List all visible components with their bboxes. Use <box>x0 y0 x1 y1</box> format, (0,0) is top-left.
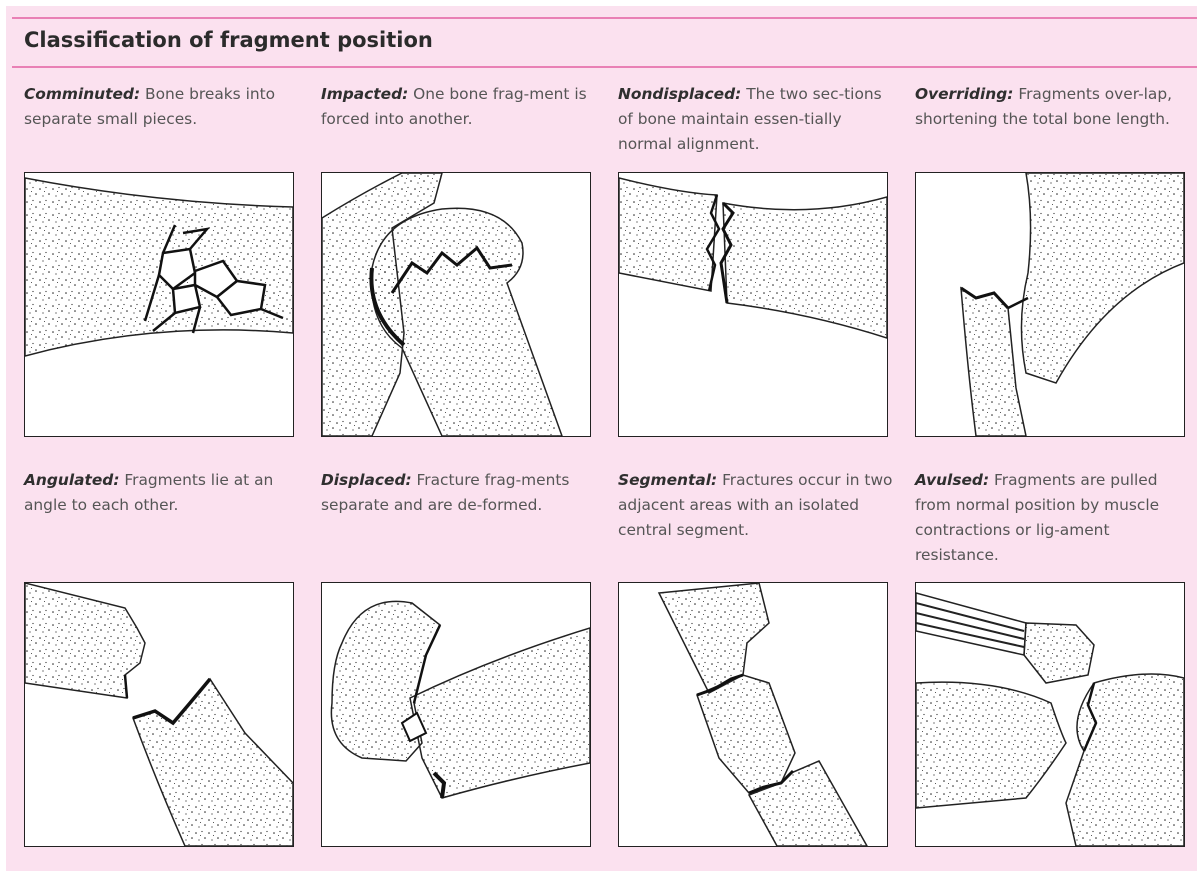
nondisplaced-fracture-illustration <box>618 172 888 437</box>
item-term: Segmental: <box>618 471 717 489</box>
avulsed-fracture-illustration <box>915 582 1185 847</box>
item-term: Overriding: <box>915 85 1013 103</box>
overriding-fracture-illustration <box>915 172 1185 437</box>
title-rule <box>12 66 1197 68</box>
item-caption: Avulsed: Fragments are pulled from norma… <box>915 468 1190 568</box>
item-caption: Angulated: Fragments lie at an angle to … <box>24 468 299 518</box>
panel-title: Classification of fragment position <box>24 28 433 52</box>
item-caption: Displaced: Fracture frag-ments separate … <box>321 468 596 518</box>
item-caption: Overriding: Fragments over-lap, shorteni… <box>915 82 1190 132</box>
angulated-fracture-illustration <box>24 582 294 847</box>
item-caption: Segmental: Fractures occur in two adjace… <box>618 468 893 543</box>
item-term: Displaced: <box>321 471 412 489</box>
item-term: Nondisplaced: <box>618 85 741 103</box>
item-term: Impacted: <box>321 85 408 103</box>
item-term: Angulated: <box>24 471 119 489</box>
top-rule <box>12 17 1197 19</box>
item-term: Comminuted: <box>24 85 140 103</box>
item-caption: Comminuted: Bone breaks into separate sm… <box>24 82 299 132</box>
comminuted-fracture-illustration <box>24 172 294 437</box>
item-term: Avulsed: <box>915 471 989 489</box>
displaced-fracture-illustration <box>321 582 591 847</box>
item-caption: Impacted: One bone frag-ment is forced i… <box>321 82 596 132</box>
segmental-fracture-illustration <box>618 582 888 847</box>
impacted-fracture-illustration <box>321 172 591 437</box>
item-caption: Nondisplaced: The two sec-tions of bone … <box>618 82 893 157</box>
fragment-position-panel: Classification of fragment position Comm… <box>6 6 1197 871</box>
